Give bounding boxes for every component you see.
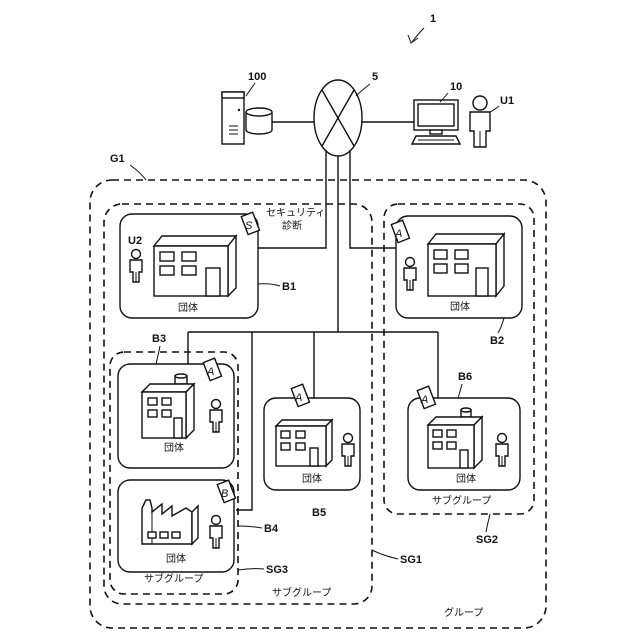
ref-system-leader <box>412 28 424 42</box>
ref-user2: U2 <box>128 235 142 247</box>
user-u1-icon <box>470 96 490 147</box>
building-b2-icon <box>428 234 504 296</box>
document-b5-letter: A <box>294 392 302 404</box>
building-b1-icon <box>154 236 236 296</box>
ref-network-leader <box>356 84 370 96</box>
org-b6-label: 団体 <box>456 473 476 485</box>
building-b5-icon <box>276 420 332 466</box>
ref-b3: B3 <box>152 333 166 345</box>
org-b4-label: 団体 <box>166 553 186 565</box>
ref-b2-leader <box>498 318 504 333</box>
network-icon <box>314 80 362 156</box>
ref-b4: B4 <box>264 523 279 535</box>
document-b3-letter: A <box>206 366 214 378</box>
ref-b5: B5 <box>312 507 326 519</box>
ref-sg3: SG3 <box>266 564 288 576</box>
ref-b4-leader <box>238 526 262 528</box>
ref-b6-leader <box>458 384 462 398</box>
server-icon <box>222 92 272 144</box>
bus-b4-link <box>236 332 252 510</box>
ref-sg1: SG1 <box>400 554 422 566</box>
ref-b1-leader <box>258 284 280 286</box>
org-b5-label: 団体 <box>302 473 322 485</box>
org-b2-label: 団体 <box>450 301 470 313</box>
ref-server: 100 <box>248 71 266 83</box>
document-b1-letter: S <box>245 220 253 232</box>
ref-server-leader <box>246 83 255 96</box>
building-b6-icon <box>428 408 482 468</box>
security-label-line2: 診断 <box>282 219 302 232</box>
group-label: グループ <box>444 606 483 619</box>
ref-group-leader <box>130 165 146 180</box>
security-label-line1: セキュリティ <box>266 207 325 219</box>
subgroup-sg2-label: サブグループ <box>432 494 491 507</box>
subgroup-sg1-label: サブグループ <box>272 586 331 599</box>
subgroup-sg3-label: サブグループ <box>144 572 203 585</box>
document-b6-letter: A <box>420 394 428 406</box>
ref-user1: U1 <box>500 95 514 107</box>
network-b1-link <box>258 150 326 248</box>
org-b3-label: 団体 <box>164 442 184 454</box>
ref-sg2-leader <box>486 514 490 532</box>
ref-b1: B1 <box>282 281 296 293</box>
ref-user1-leader <box>490 106 499 112</box>
ref-terminal: 10 <box>450 81 462 93</box>
ref-network: 5 <box>372 71 378 83</box>
ref-b6: B6 <box>458 371 472 383</box>
ref-group: G1 <box>110 153 125 165</box>
network-b2-link <box>350 150 396 248</box>
document-b4-letter: B <box>221 488 228 500</box>
org-b1-label: 団体 <box>178 302 198 314</box>
ref-sg1-leader <box>372 550 398 559</box>
ref-sg3-leader <box>238 569 264 570</box>
document-b2-letter: A <box>394 228 402 240</box>
ref-system: 1 <box>430 13 436 25</box>
ref-sg2: SG2 <box>476 534 498 546</box>
building-b3-icon <box>142 374 194 438</box>
ref-b2: B2 <box>490 335 504 347</box>
ref-b3-leader <box>156 346 160 364</box>
terminal-icon <box>412 100 460 144</box>
